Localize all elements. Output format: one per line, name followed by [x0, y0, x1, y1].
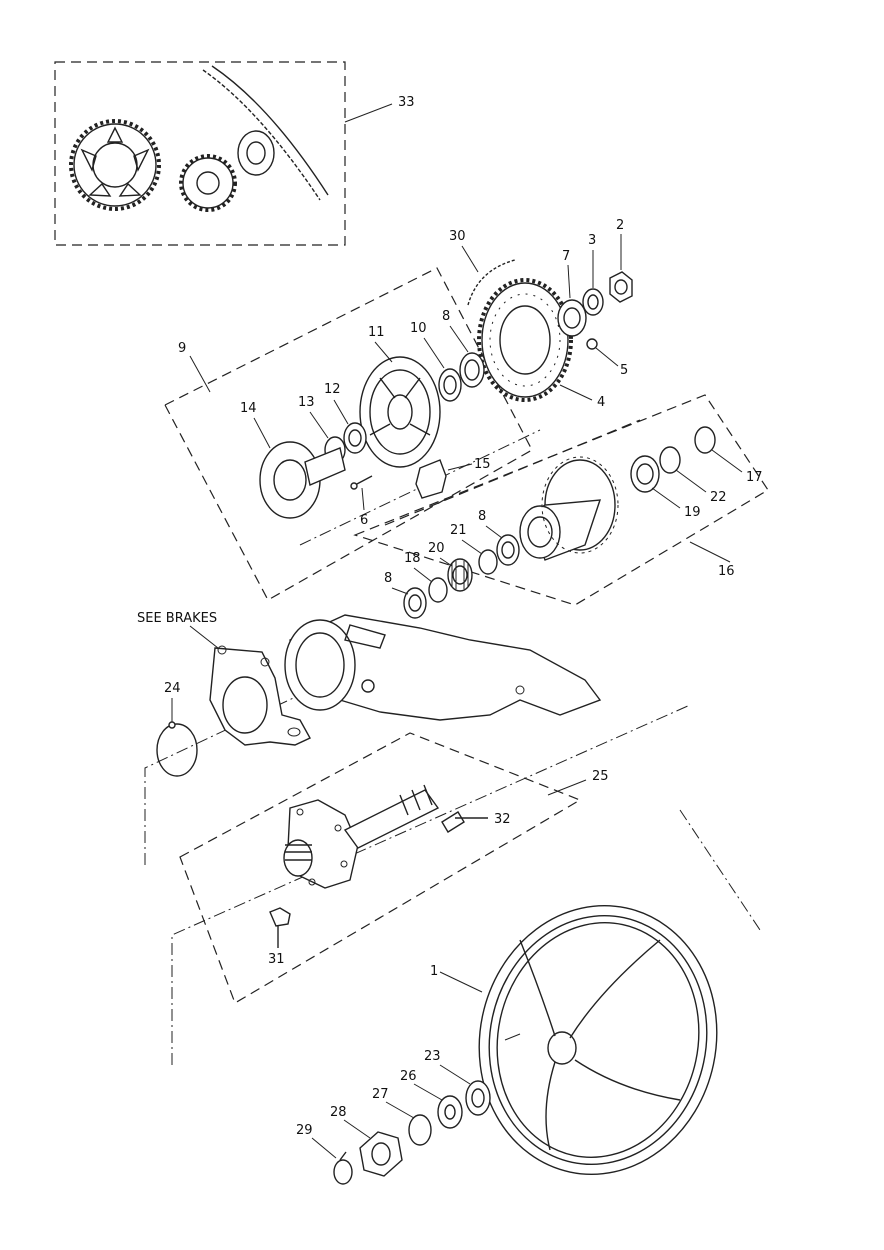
label-32: 32: [494, 812, 511, 827]
seal-7: [557, 299, 587, 337]
label-25: 25: [592, 769, 609, 784]
washer-27: [408, 1114, 432, 1146]
label-16: 16: [718, 564, 735, 579]
rear-sprocket-4: [477, 278, 573, 402]
bolt-6: [350, 475, 373, 490]
swingarm: [284, 614, 602, 721]
bolt-32: [441, 811, 488, 833]
spacer-10: [438, 368, 462, 402]
bearing-8-middle: [496, 534, 520, 566]
bearing-12: [343, 422, 367, 454]
label-6: 6: [360, 513, 368, 528]
axle-nut-28: [359, 1131, 403, 1177]
kit-rear-sprocket: [69, 119, 161, 211]
valve-31: [269, 907, 291, 948]
label-17: 17: [746, 470, 763, 485]
label-18: 18: [404, 551, 421, 566]
see-brakes-label: SEE BRAKES: [137, 611, 217, 626]
needle-bearing-20: [447, 558, 473, 592]
label-15: 15: [474, 457, 491, 472]
hub-assembly-box-9: [164, 267, 533, 601]
label-22: 22: [710, 490, 727, 505]
carrier-assembly-box-16: [353, 394, 769, 606]
washer-26: [437, 1095, 463, 1129]
label-24: 24: [164, 681, 181, 696]
label-21: 21: [450, 523, 467, 538]
label-3: 3: [588, 233, 596, 248]
drive-chain-30: [467, 259, 516, 306]
circlip-17: [694, 426, 716, 454]
kit-retaining-plate: [237, 130, 275, 176]
label-31: 31: [268, 952, 285, 967]
label-1: 1: [430, 964, 438, 979]
eccentric-carrier: [519, 456, 619, 561]
label-10: 10: [410, 321, 427, 336]
label-30: 30: [449, 229, 466, 244]
caliper-bracket: [209, 645, 311, 746]
label-5: 5: [620, 363, 628, 378]
label-12: 12: [324, 382, 341, 397]
spacer-23: [465, 1080, 491, 1116]
label-2: 2: [616, 218, 624, 233]
label-28: 28: [330, 1105, 347, 1120]
label-26: 26: [400, 1069, 417, 1084]
cush-rubber-15: [415, 459, 447, 499]
nut-2: [609, 271, 633, 303]
label-11: 11: [368, 325, 385, 340]
circlip-21: [478, 549, 498, 575]
label-7: 7: [562, 249, 570, 264]
label-23: 23: [424, 1049, 441, 1064]
bearing-8-upper: [459, 352, 485, 388]
label-8-middle: 8: [478, 509, 486, 524]
split-pin-29: [333, 1151, 353, 1185]
label-14: 14: [240, 401, 257, 416]
cush-drive-housing-11: [359, 356, 441, 468]
circlip-22: [659, 446, 681, 474]
bearing-8-lower: [403, 587, 427, 619]
label-13: 13: [298, 395, 315, 410]
label-8-lower: 8: [384, 571, 392, 586]
label-33: 33: [398, 95, 415, 110]
kit-front-sprocket: [179, 154, 237, 212]
washer-3: [582, 288, 604, 316]
axle-hub: [283, 784, 440, 889]
chain-sprocket-kit-box: [54, 61, 393, 246]
label-9: 9: [178, 341, 186, 356]
label-20: 20: [428, 541, 445, 556]
label-27: 27: [372, 1087, 389, 1102]
circlip-18: [428, 577, 448, 603]
nut-5: [586, 338, 598, 350]
circlip-24: [156, 721, 198, 777]
label-8-upper: 8: [442, 309, 450, 324]
axle-assembly-box-25: [179, 732, 587, 1004]
drive-flange-14: [259, 441, 346, 519]
label-4: 4: [597, 395, 605, 410]
bearing-19: [630, 455, 660, 493]
label-19: 19: [684, 505, 701, 520]
label-29: 29: [296, 1123, 313, 1138]
kit-drive-chain: [202, 65, 329, 201]
rear-wheel-1: [478, 904, 718, 1176]
